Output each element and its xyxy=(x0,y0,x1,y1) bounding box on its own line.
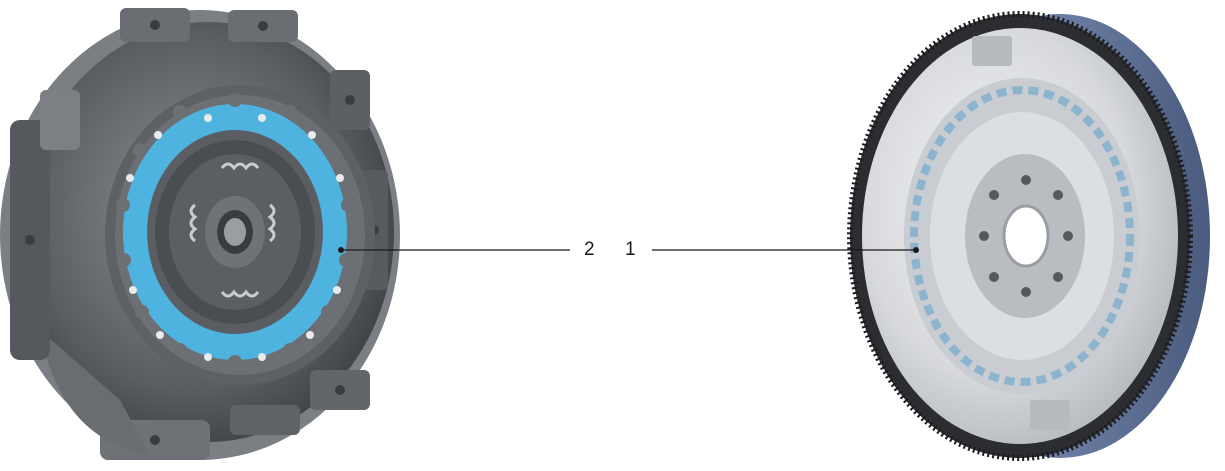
callout-label-2: 2 xyxy=(584,240,595,259)
flywheel-hub xyxy=(1004,206,1048,266)
dual-mass-flywheel xyxy=(850,14,1210,458)
clutch-pressure-plate-assembly xyxy=(0,8,400,460)
clutch-disc xyxy=(155,140,315,324)
callout-label-1: 1 xyxy=(625,240,636,259)
